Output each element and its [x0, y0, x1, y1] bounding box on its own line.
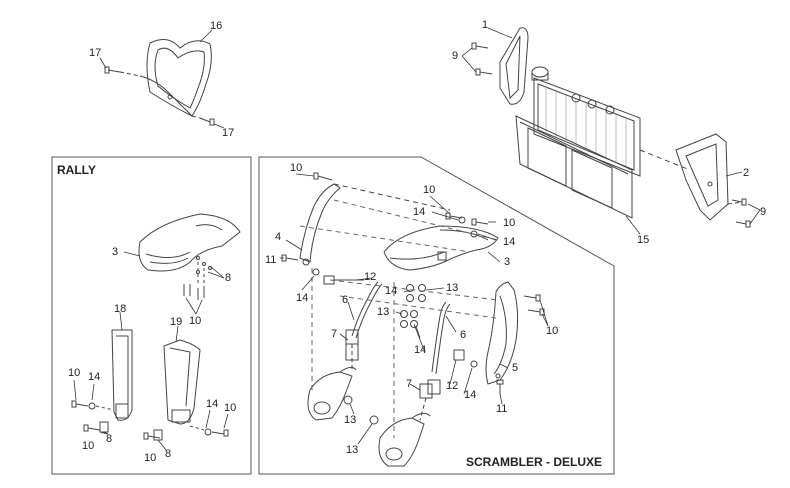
- rally-callout-10-left: 10: [68, 367, 81, 379]
- rally-callout-19: 19: [170, 316, 183, 328]
- spacer-12-right: [453, 349, 465, 361]
- scr-callout-14-lower: 14: [414, 344, 427, 356]
- nuts-13-group-lower: [400, 310, 418, 328]
- screw-17-top: [104, 66, 121, 74]
- bolt-9-right1: [731, 198, 747, 206]
- scr-callout-14-right: 14: [464, 389, 477, 401]
- rally-bolts-left: [71, 400, 115, 435]
- rally-callout-14-left: 14: [88, 371, 101, 383]
- scr-callout-14-fender-top: 14: [413, 206, 426, 218]
- rally-fork-guard-left-part: [111, 329, 133, 421]
- scr-callout-6-left: 6: [342, 294, 349, 306]
- bolt-11-left: [281, 254, 299, 262]
- scr-callout-6-right: 6: [460, 329, 467, 341]
- side-cover-part: [499, 27, 529, 105]
- rally-callout-10-bottom-mid: 10: [144, 452, 157, 464]
- scr-callout-13-upper: 13: [446, 282, 459, 294]
- bolt-9-right2: [735, 220, 751, 228]
- scr-callout-12-left: 12: [364, 271, 377, 283]
- scrambler-frame: [258, 156, 615, 475]
- callout-15: 15: [637, 234, 650, 246]
- fork-bracket-left-part: [307, 366, 357, 421]
- callout-9-right: 9: [760, 206, 767, 218]
- rally-frame: [51, 156, 252, 475]
- washer-14-right: [470, 360, 478, 368]
- bolt-9-top1: [471, 42, 489, 50]
- fork-cover-part: [485, 281, 519, 385]
- rally-bolts-right: [143, 425, 229, 441]
- callout-9-upper: 9: [452, 50, 459, 62]
- scr-callout-10-cover: 10: [546, 325, 559, 337]
- radiator-part: [531, 66, 641, 177]
- nuts-13-group-upper: [406, 284, 426, 302]
- rally-callout-8-left: 8: [106, 433, 113, 445]
- bolt-9-top2: [475, 68, 493, 76]
- callout-17-lower: 17: [222, 127, 235, 139]
- scr-callout-13-lower: 13: [377, 306, 390, 318]
- side-panel-part: [675, 133, 729, 221]
- scr-callout-14-fender-right: 14: [503, 236, 516, 248]
- scr-callout-13-left-bottom: 13: [344, 414, 357, 426]
- scr-callout-10-stay: 10: [290, 162, 303, 174]
- nut-13-left-bottom: [343, 395, 353, 405]
- rally-screws: [183, 256, 212, 300]
- rally-callout-18: 18: [114, 303, 127, 315]
- brake-hose-right-part: [427, 301, 451, 395]
- rally-front-fender-part: [138, 213, 241, 272]
- scr-callout-12-right: 12: [446, 380, 459, 392]
- scr-callout-10-fender-top: 10: [423, 184, 436, 196]
- screw-17-bottom: [199, 117, 215, 126]
- fender-stay-part: [299, 172, 341, 266]
- scr-callout-10-fender-right: 10: [503, 217, 516, 229]
- scrambler-top-bolts: [445, 212, 489, 238]
- rally-callout-14-right: 14: [206, 398, 219, 410]
- bolt-10-cover1: [523, 294, 541, 302]
- rally-callout-3: 3: [112, 246, 119, 258]
- rally-callout-8-right: 8: [165, 448, 172, 460]
- rally-callout-8-top: 8: [225, 272, 232, 284]
- headlight-guard-part: [139, 38, 212, 117]
- scrambler-section-title: SCRAMBLER - DELUXE: [466, 455, 603, 469]
- scr-callout-13-right-bottom: 13: [346, 444, 359, 456]
- scr-callout-7-right: 7: [406, 378, 413, 390]
- rally-fork-guard-right-part: [163, 339, 201, 425]
- scr-callout-11-cover: 11: [496, 403, 508, 415]
- washer-14-left: [312, 268, 320, 276]
- scr-callout-5: 5: [512, 362, 519, 374]
- scr-callout-14-left: 14: [296, 292, 309, 304]
- rally-callout-10-bottom-left: 10: [82, 440, 95, 452]
- rally-section-title: RALLY: [57, 163, 96, 177]
- radiator-guard-part: [515, 115, 633, 219]
- scrambler-front-fender-part: [383, 225, 499, 271]
- fork-bracket-right-part: [378, 412, 431, 467]
- nut-13-right-bottom: [369, 415, 379, 425]
- callout-17-upper: 17: [89, 47, 102, 59]
- scr-callout-7-left: 7: [331, 328, 338, 340]
- callout-2: 2: [743, 167, 750, 179]
- bolt-11-cover: [496, 379, 504, 394]
- scr-callout-11-left: 11: [265, 254, 277, 266]
- rally-callout-10-right: 10: [224, 402, 237, 414]
- scr-callout-14-mid: 14: [385, 285, 398, 297]
- rally-callout-10-top: 10: [189, 315, 202, 327]
- scr-callout-4: 4: [275, 231, 282, 243]
- callout-1: 1: [482, 19, 489, 31]
- callout-16: 16: [210, 20, 223, 32]
- sleeve-7-right: [419, 383, 433, 399]
- bolt-10-cover2: [527, 308, 545, 316]
- scr-callout-3: 3: [504, 256, 511, 268]
